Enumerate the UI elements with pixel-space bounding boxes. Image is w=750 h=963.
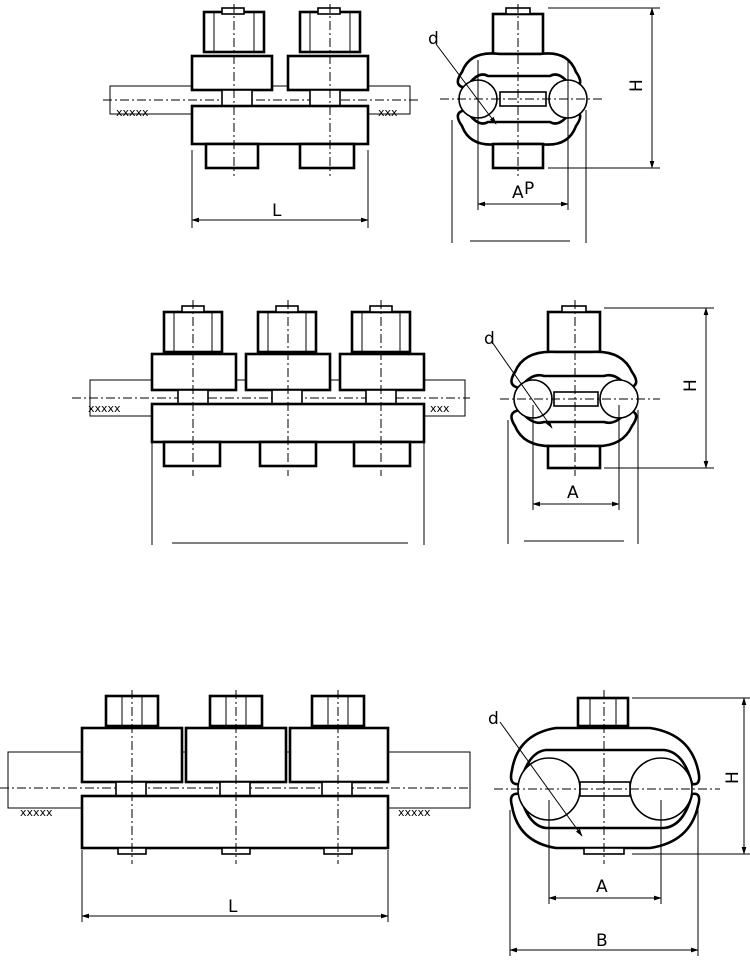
view3-dim-H: H xyxy=(723,771,743,784)
view3-upper-block-3 xyxy=(288,726,390,784)
view1-lower-block xyxy=(190,104,370,146)
view1-strand-left: xxxxx xyxy=(116,106,149,119)
view3-side: A B H d xyxy=(488,690,750,956)
view1-upper-block-2 xyxy=(286,54,370,92)
view1-dim-H: H xyxy=(627,79,647,92)
view1-nut-1 xyxy=(204,142,260,170)
view2-strand-left: xxxxx xyxy=(88,402,121,415)
view2-strand-right: xxx xyxy=(430,402,450,415)
view2-bolt-head-2 xyxy=(256,310,318,354)
view1-upper-block-1 xyxy=(190,54,274,92)
view1-dim-L: L xyxy=(272,201,282,221)
view3-dim-d: d xyxy=(488,709,499,729)
view2-dim-A: A xyxy=(567,483,579,503)
view3-dim-L: L xyxy=(228,897,238,917)
view1-dim-A: A xyxy=(512,183,524,203)
view3-strand-left: xxxxx xyxy=(20,806,53,819)
view2-dim-H: H xyxy=(681,379,701,392)
view2-dim-d: d xyxy=(484,329,495,349)
view1-front: xxxxx xxx L xyxy=(103,4,420,228)
view2-upper-block-3 xyxy=(338,352,426,392)
view3-lower-block xyxy=(80,794,390,850)
view3-dim-A: A xyxy=(596,877,608,897)
view2-side: A H d xyxy=(484,300,714,544)
view1-dim-d: d xyxy=(428,29,439,49)
view1-nut-2 xyxy=(298,142,356,170)
view1-side: A P H d xyxy=(428,4,660,243)
view3-dim-B: B xyxy=(596,931,608,951)
view3-strand-right: xxxxx xyxy=(398,806,431,819)
view2-nut-3 xyxy=(352,440,412,468)
view2-nut-1 xyxy=(162,440,222,468)
view1-dim-P: P xyxy=(524,179,534,199)
view1-strand-right: xxx xyxy=(378,106,398,119)
view3-front: xxxxx xxxxx L xyxy=(0,690,471,922)
view2-upper-block-1 xyxy=(150,352,238,392)
view2-front: xxxxx xxx xyxy=(72,300,470,545)
